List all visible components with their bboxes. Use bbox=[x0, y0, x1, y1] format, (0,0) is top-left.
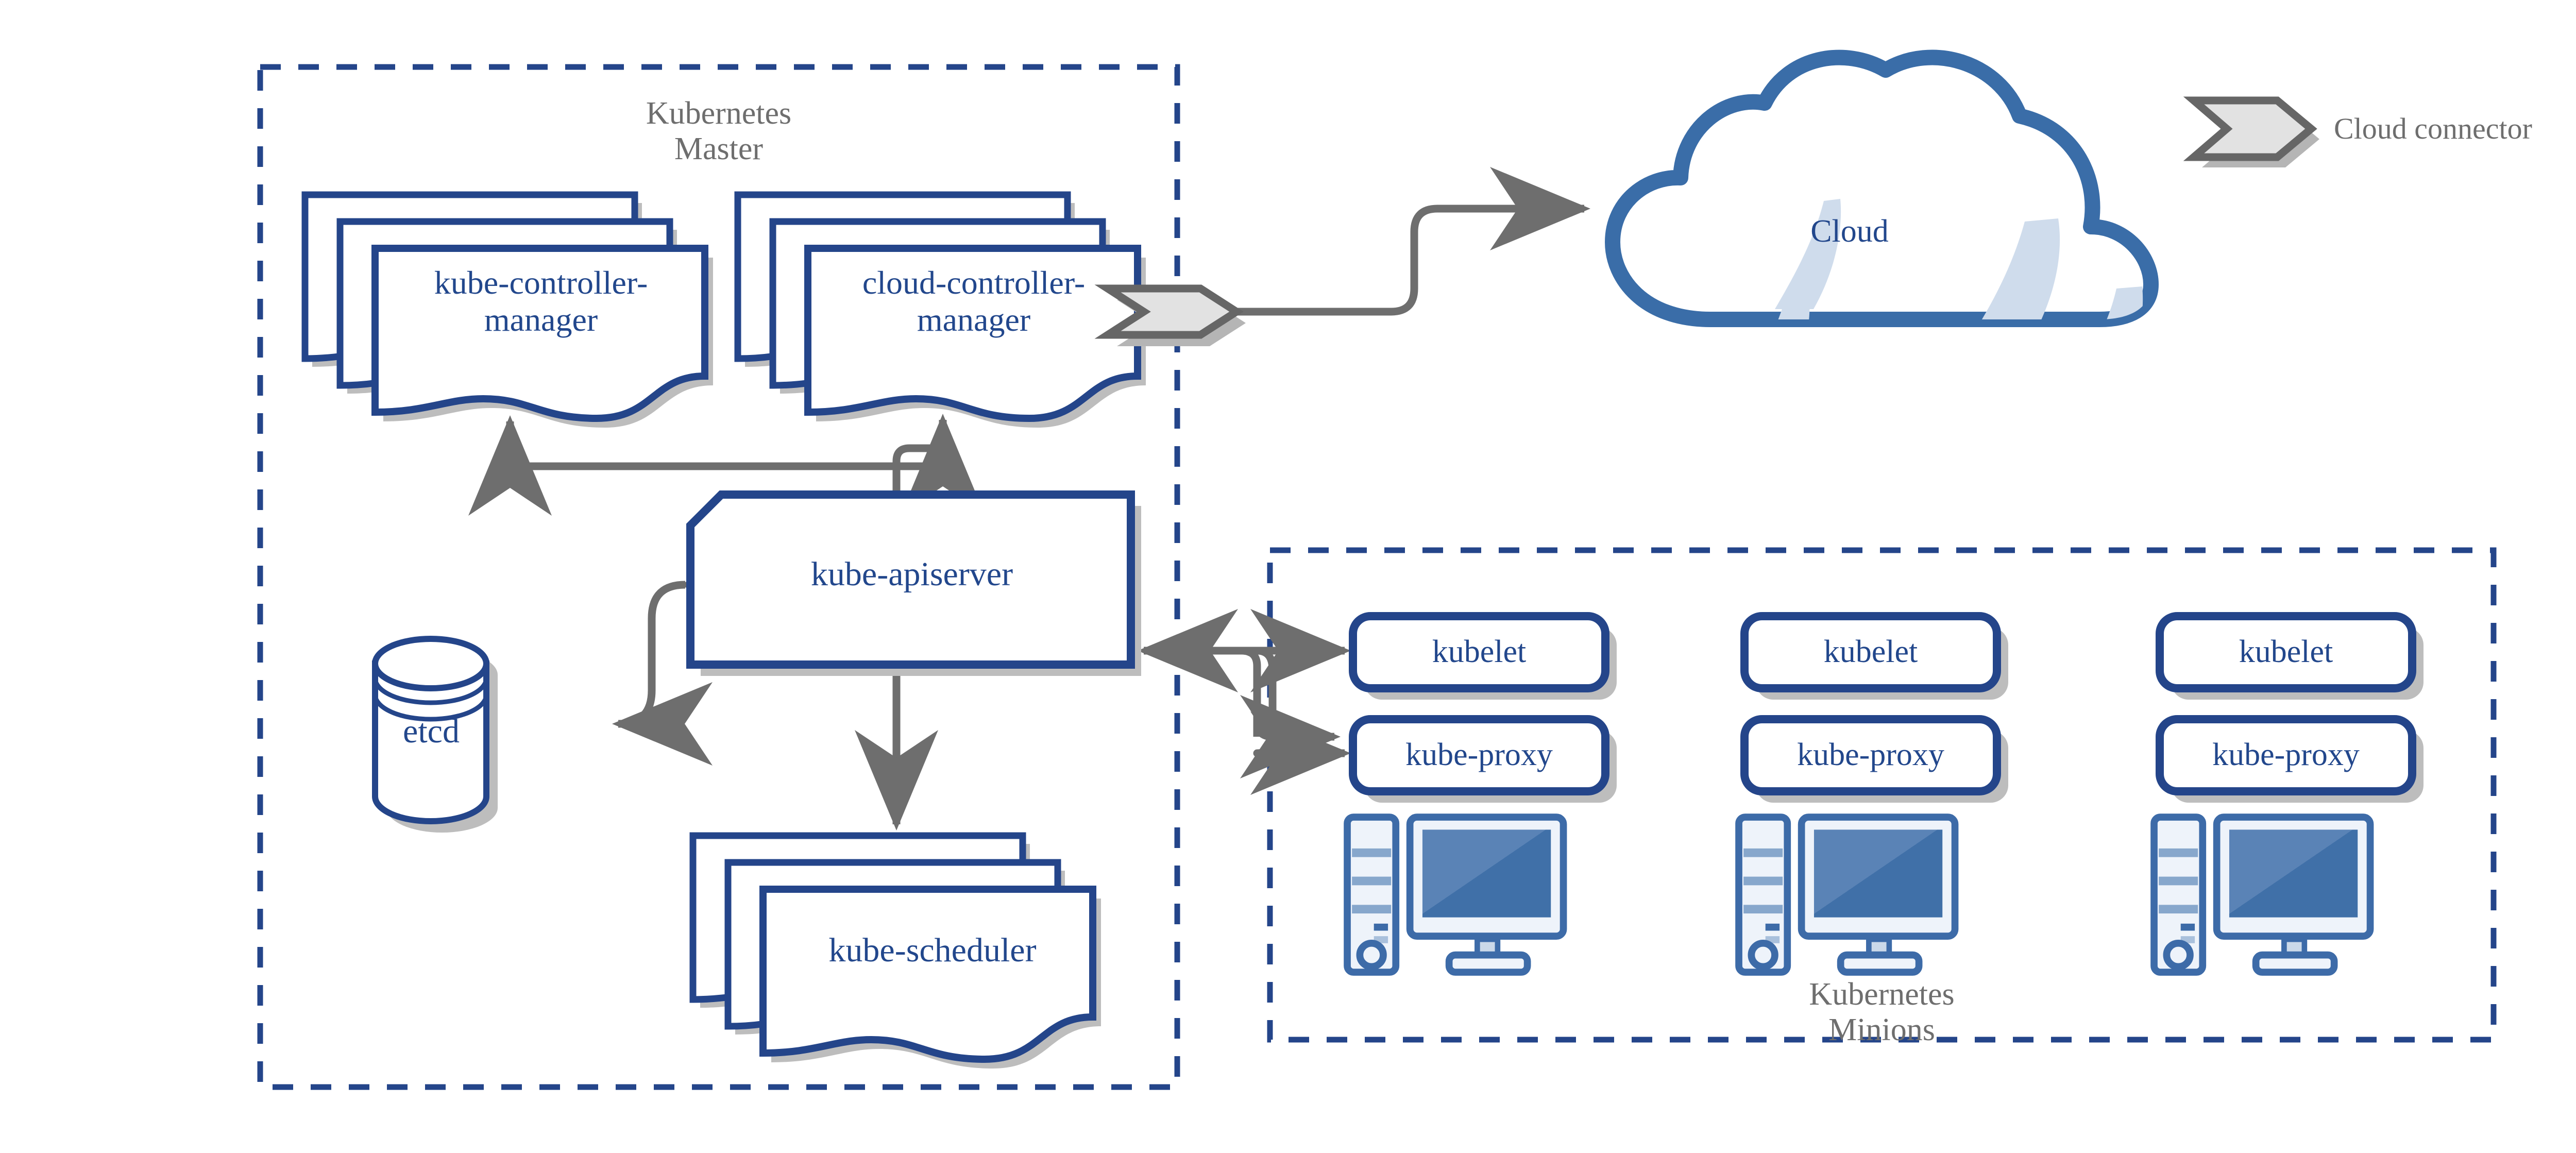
edge-ccm-to-cloud bbox=[1200, 167, 1591, 316]
kube-proxy-box-1[interactable] bbox=[1349, 715, 1609, 795]
minion-1 bbox=[1347, 612, 1617, 972]
legend-cloud-connector-icon bbox=[2183, 96, 2319, 167]
minion-3 bbox=[2154, 612, 2424, 972]
computer-icon-2 bbox=[1739, 817, 1955, 972]
kubernetes-master-group bbox=[257, 64, 1180, 1090]
cloud-connector-icon bbox=[1094, 284, 1246, 346]
kubelet-box-1[interactable] bbox=[1349, 612, 1609, 692]
kube-apiserver[interactable] bbox=[686, 490, 1141, 676]
kube-proxy-box-3[interactable] bbox=[2156, 715, 2416, 795]
cloud-shape[interactable] bbox=[1605, 49, 2159, 402]
cloud-highlight bbox=[1731, 199, 2143, 319]
kubelet-box-3[interactable] bbox=[2156, 612, 2416, 692]
connector-branches bbox=[1250, 609, 1351, 795]
computer-icon-3 bbox=[2154, 817, 2370, 972]
kube-proxy-box-2[interactable] bbox=[1740, 715, 2001, 795]
kube-controller-manager[interactable] bbox=[305, 195, 713, 428]
kubernetes-minions-group bbox=[1267, 547, 2497, 1043]
edge-branch-riser bbox=[1253, 647, 1277, 757]
edge-apiserver-etcd bbox=[612, 542, 780, 766]
cloud-controller-manager[interactable] bbox=[738, 195, 1146, 428]
edge-controllers-bus bbox=[468, 415, 896, 516]
kube-scheduler[interactable] bbox=[693, 836, 1101, 1069]
etcd-cylinder[interactable] bbox=[372, 636, 498, 833]
edge-apiserver-to-controllers bbox=[892, 413, 985, 514]
minion-2 bbox=[1739, 612, 2008, 972]
kubelet-box-2[interactable] bbox=[1740, 612, 2001, 692]
computer-icon-1 bbox=[1347, 817, 1564, 972]
